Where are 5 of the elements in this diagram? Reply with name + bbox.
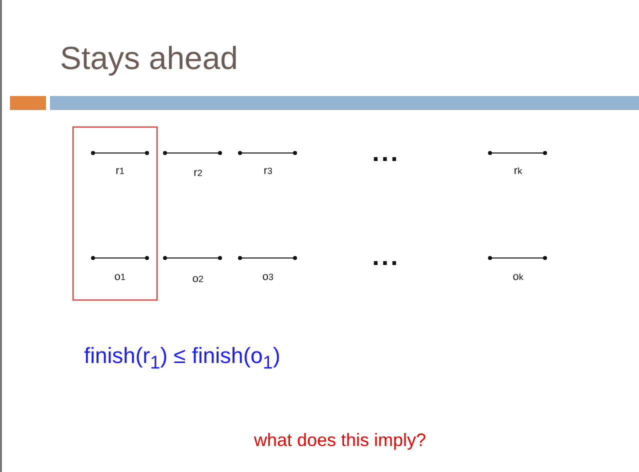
ellipsis: ...: [372, 241, 400, 272]
ellipsis: ...: [372, 137, 400, 168]
slide-title: Stays ahead: [60, 40, 238, 77]
question-text: what does this imply?: [254, 430, 426, 451]
inequality-text: finish(r$_{1}$) ≤ finish(o$_{1}$): [84, 343, 280, 374]
